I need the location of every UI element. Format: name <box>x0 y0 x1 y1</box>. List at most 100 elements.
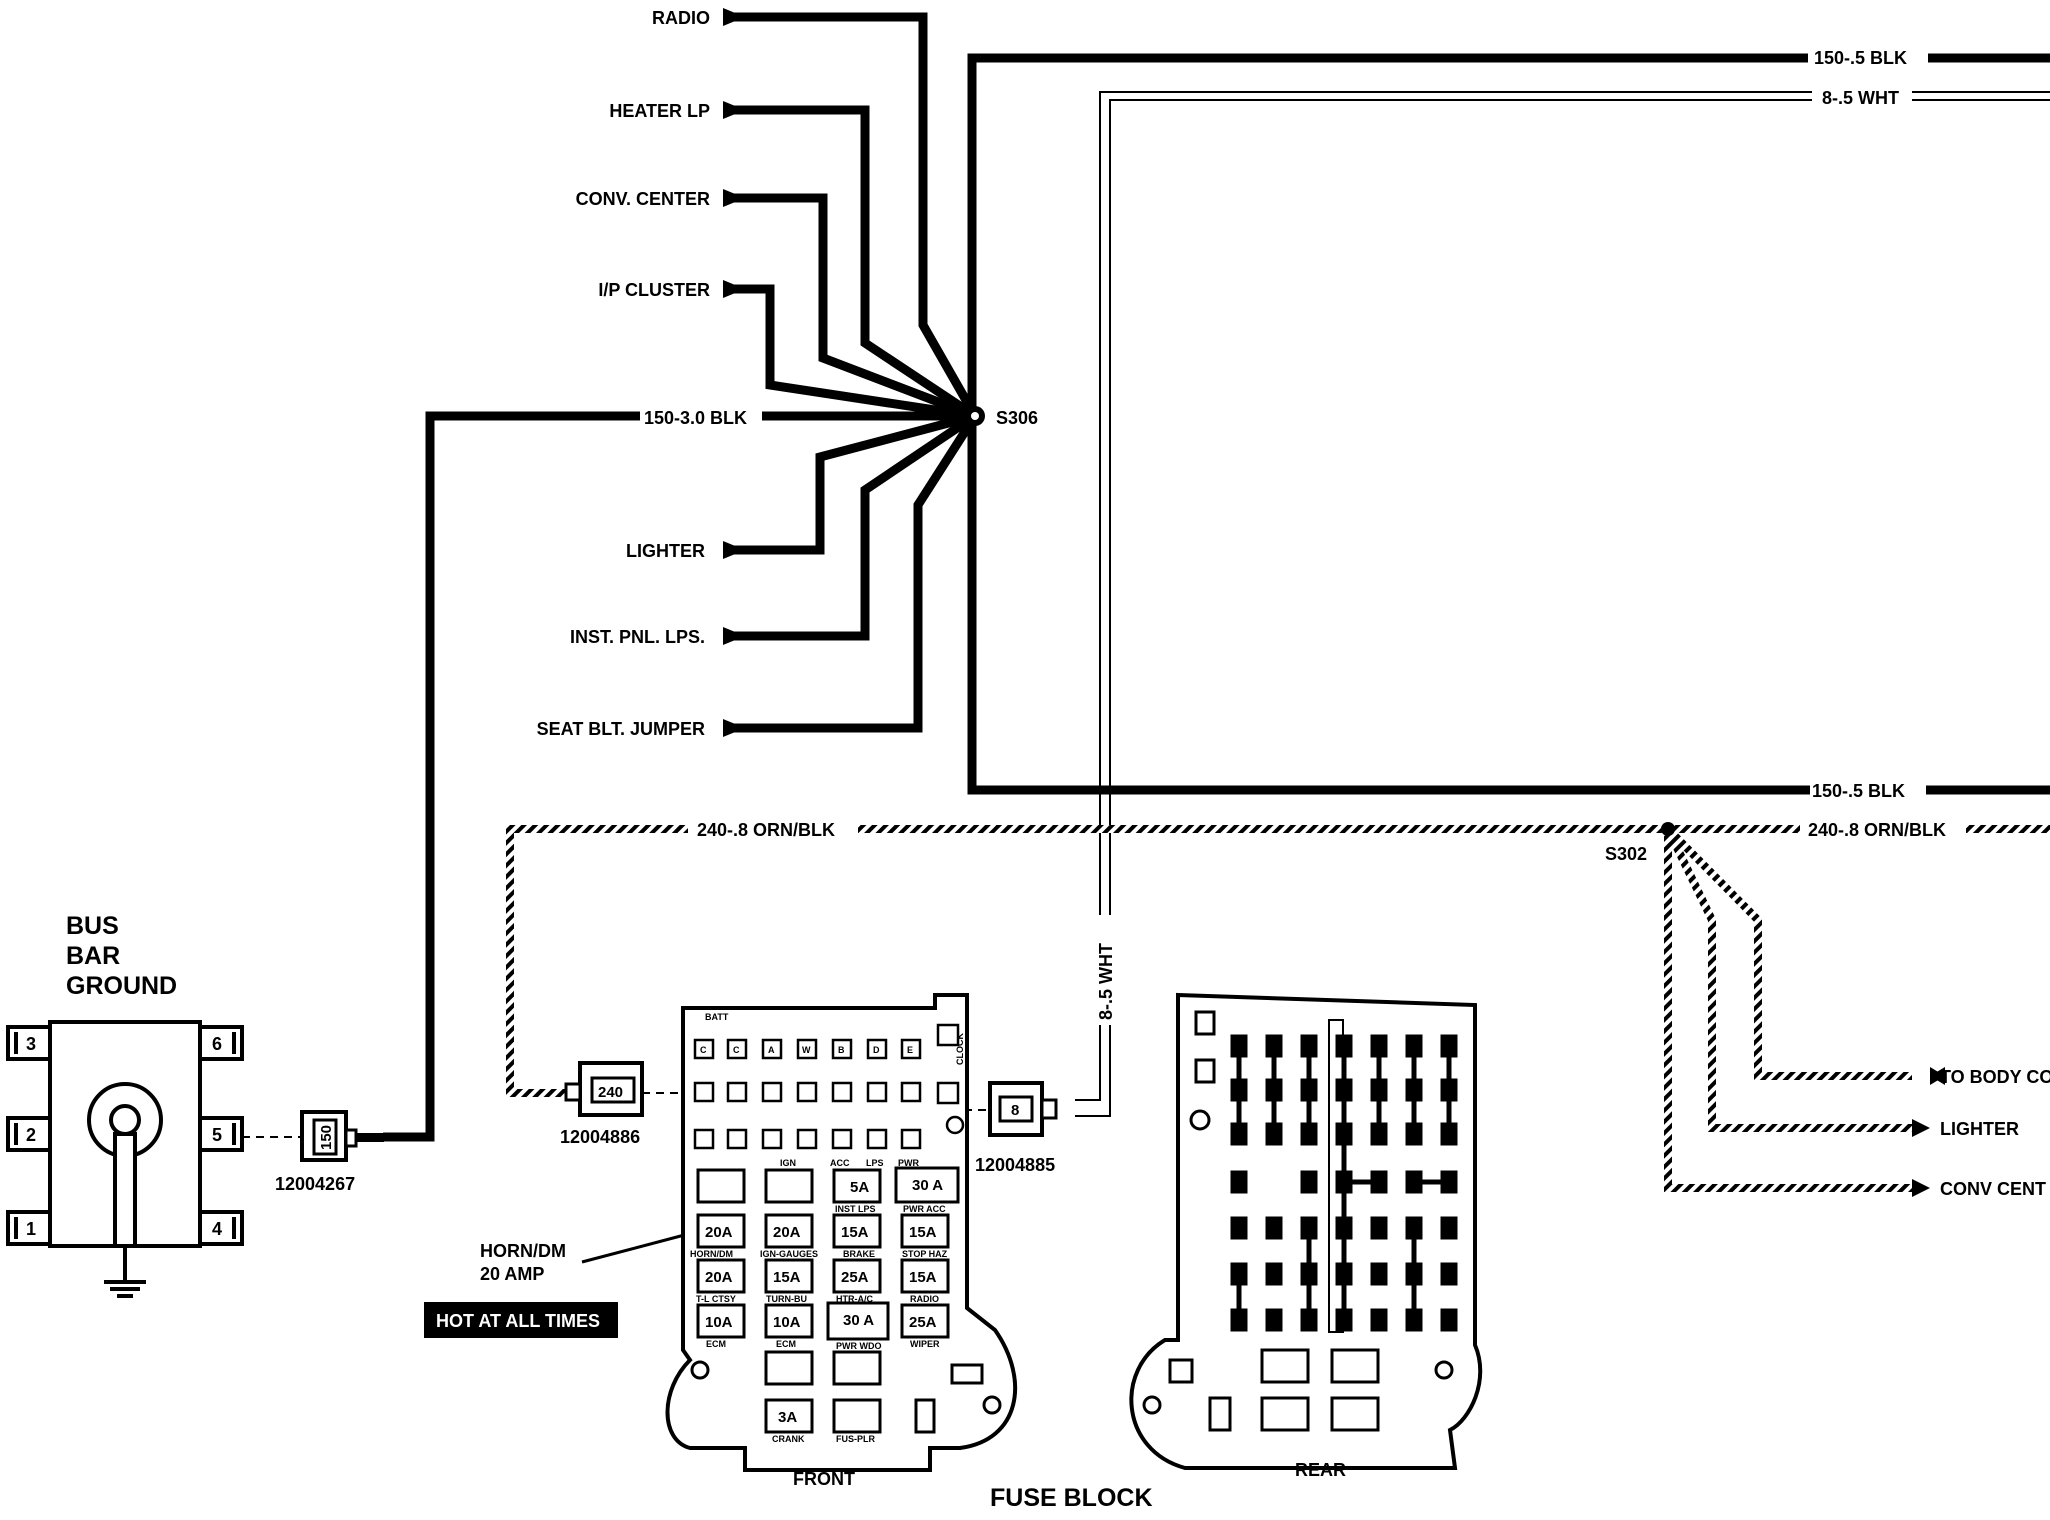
svg-text:E: E <box>907 1045 913 1055</box>
label-s306: S306 <box>996 408 1038 428</box>
pin-150: 150 <box>318 1125 335 1150</box>
svg-text:W: W <box>802 1045 811 1055</box>
svg-text:HTR-A/C: HTR-A/C <box>836 1294 873 1304</box>
label-wire-top-blk: 150-.5 BLK <box>1814 48 1907 68</box>
front-fuse-ratings: 5A 30 A 20A 20A 15A 15A 20A 15A 25A 15A … <box>705 1177 943 1426</box>
bus-bar-terminals: 3 6 2 5 1 4 <box>14 1032 236 1239</box>
wire-8-wht <box>1075 91 2050 1117</box>
svg-text:20A: 20A <box>705 1269 733 1286</box>
label-inst-pnl-lps: INST. PNL. LPS. <box>570 627 705 647</box>
terminal-1: 1 <box>26 1219 36 1239</box>
svg-text:15A: 15A <box>841 1224 869 1241</box>
bus-bar-ground <box>6 1020 244 1298</box>
svg-text:WIPER: WIPER <box>910 1339 940 1349</box>
svg-text:10A: 10A <box>705 1314 733 1331</box>
connector-12004885: 8 <box>988 1081 1058 1137</box>
svg-text:BRAKE: BRAKE <box>843 1249 875 1259</box>
callout-20-amp: 20 AMP <box>480 1264 544 1284</box>
label-heater-lp: HEATER LP <box>609 101 710 121</box>
svg-text:STOP HAZ: STOP HAZ <box>902 1249 948 1259</box>
terminal-5: 5 <box>212 1125 222 1145</box>
svg-text:25A: 25A <box>841 1269 869 1286</box>
svg-text:TURN-BU: TURN-BU <box>766 1294 807 1304</box>
label-wire-bottom-blk: 150-.5 BLK <box>1812 781 1905 801</box>
label-out-lighter: LIGHTER <box>1940 1119 2019 1139</box>
pwr-label: PWR <box>898 1158 919 1168</box>
bus-bar-title-3: GROUND <box>66 972 177 1000</box>
part-12004267: 12004267 <box>275 1174 355 1194</box>
callout-horn-dm: HORN/DM <box>480 1241 566 1261</box>
svg-text:RADIO: RADIO <box>910 1294 939 1304</box>
svg-text:D: D <box>873 1045 880 1055</box>
badge-hot-at-all-times <box>424 1302 618 1338</box>
svg-text:INST LPS: INST LPS <box>835 1204 876 1214</box>
label-conv-center: CONV. CENTER <box>576 189 710 209</box>
ign-label: IGN <box>780 1158 796 1168</box>
rear-label: REAR <box>1295 1460 1346 1480</box>
connector-12004267: 150 <box>300 1110 384 1162</box>
svg-text:5A: 5A <box>850 1179 869 1196</box>
front-letter-row-1: C C A W B D E <box>700 1045 913 1055</box>
svg-text:B: B <box>838 1045 845 1055</box>
pin-240: 240 <box>598 1084 623 1101</box>
label-wire-vert-wht: 8-.5 WHT <box>1096 943 1116 1020</box>
terminal-2: 2 <box>26 1125 36 1145</box>
splice-s302 <box>1661 822 1675 836</box>
batt-label: BATT <box>705 1012 729 1022</box>
label-wire-top-wht: 8-.5 WHT <box>1822 88 1899 108</box>
svg-text:PWR WDO: PWR WDO <box>836 1341 882 1351</box>
svg-text:15A: 15A <box>909 1269 937 1286</box>
svg-text:C: C <box>733 1045 740 1055</box>
svg-text:ECM: ECM <box>706 1339 726 1349</box>
svg-text:PWR ACC: PWR ACC <box>903 1204 946 1214</box>
bus-bar-title-2: BAR <box>66 942 120 970</box>
label-lighter: LIGHTER <box>626 541 705 561</box>
svg-text:20A: 20A <box>705 1224 733 1241</box>
svg-text:C: C <box>700 1045 707 1055</box>
front-letter-cells <box>693 1023 965 1150</box>
svg-text:ECM: ECM <box>776 1339 796 1349</box>
part-12004885: 12004885 <box>975 1155 1055 1175</box>
svg-text:15A: 15A <box>773 1269 801 1286</box>
fuse-block-title: FUSE BLOCK <box>990 1484 1153 1512</box>
rear-cavities <box>1142 1010 1454 1432</box>
svg-text:IGN-GAUGES: IGN-GAUGES <box>760 1249 818 1259</box>
svg-text:15A: 15A <box>909 1224 937 1241</box>
bus-bar-title-1: BUS <box>66 912 119 940</box>
svg-text:30 A: 30 A <box>912 1177 943 1194</box>
pin-8: 8 <box>1011 1102 1019 1119</box>
svg-text:T-L CTSY: T-L CTSY <box>696 1294 736 1304</box>
svg-text:25A: 25A <box>909 1314 937 1331</box>
label-wire-orn-right: 240-.8 ORN/BLK <box>1808 820 1946 840</box>
ground-wire-bundle <box>383 12 2050 1142</box>
svg-text:30 A: 30 A <box>843 1312 874 1329</box>
front-fuse-labels: INST LPS PWR ACC HORN/DM IGN-GAUGES BRAK… <box>690 1204 948 1444</box>
label-s302: S302 <box>1605 844 1647 864</box>
connector-12004886: 240 <box>564 1061 644 1117</box>
terminal-3: 3 <box>26 1034 36 1054</box>
acc-label: ACC <box>830 1158 850 1168</box>
label-seat-blt-jumper: SEAT BLT. JUMPER <box>537 719 705 739</box>
svg-text:10A: 10A <box>773 1314 801 1331</box>
terminal-4: 4 <box>212 1219 222 1239</box>
label-wire-main-blk: 150-3.0 BLK <box>644 408 747 428</box>
part-12004886: 12004886 <box>560 1127 640 1147</box>
clock-label: CLOCK <box>955 1033 965 1065</box>
connector-arrows <box>723 8 1945 1197</box>
svg-text:HORN/DM: HORN/DM <box>690 1249 733 1259</box>
wire-orn-blk <box>506 825 2050 1192</box>
terminal-6: 6 <box>212 1034 222 1054</box>
label-radio: RADIO <box>652 8 710 28</box>
label-ip-cluster: I/P CLUSTER <box>598 280 710 300</box>
badge-text: HOT AT ALL TIMES <box>436 1311 600 1331</box>
svg-text:CRANK: CRANK <box>772 1434 805 1444</box>
svg-text:3A: 3A <box>778 1409 797 1426</box>
front-label: FRONT <box>793 1469 855 1489</box>
front-fuses <box>690 1166 1002 1434</box>
svg-text:A: A <box>768 1045 775 1055</box>
svg-text:FUS-PLR: FUS-PLR <box>836 1434 875 1444</box>
label-wire-orn-left: 240-.8 ORN/BLK <box>697 820 835 840</box>
label-to-body: TO BODY CO <box>1940 1067 2050 1087</box>
label-out-conv-center: CONV CENT <box>1940 1179 2046 1199</box>
